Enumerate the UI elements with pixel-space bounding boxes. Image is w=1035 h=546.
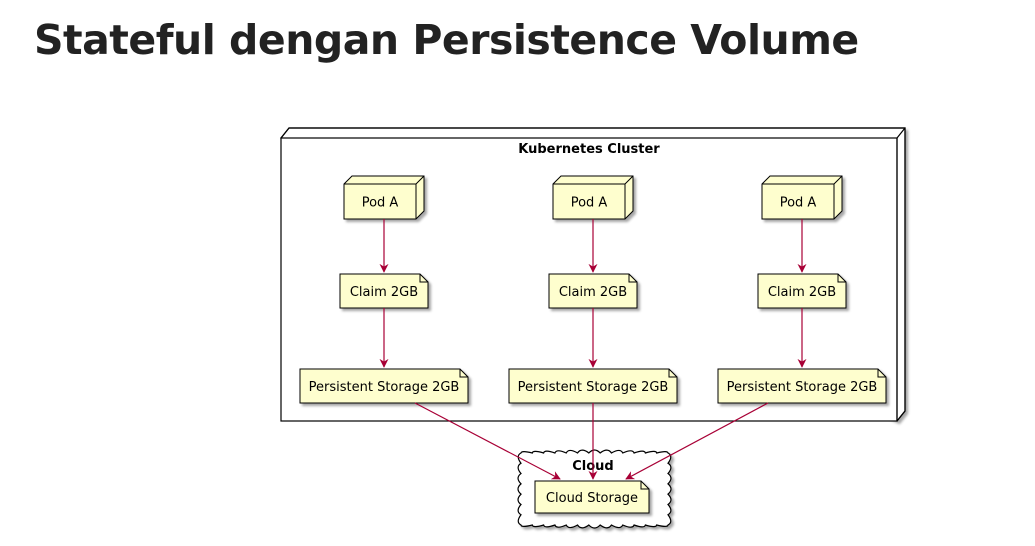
- pod-node: Pod A: [552, 175, 634, 220]
- storage-to-cloud-arrow: [414, 402, 561, 480]
- cloud-arrows-layer: [414, 402, 769, 480]
- storage-to-cloud-arrow: [625, 402, 769, 480]
- pod-label: Pod A: [780, 196, 817, 211]
- persistent-storage-note-label: Persistent Storage 2GB: [518, 380, 669, 395]
- persistent-storage-note: Persistent Storage 2GB: [508, 368, 678, 404]
- claim-note: Claim 2GB: [339, 273, 429, 309]
- persistent-storage-note-label: Persistent Storage 2GB: [309, 380, 460, 395]
- pod-label: Pod A: [571, 196, 608, 211]
- pod-node: Pod A: [761, 175, 843, 220]
- cluster-label: Kubernetes Cluster: [518, 142, 660, 157]
- cloud-storage-label: Cloud Storage: [546, 491, 638, 506]
- persistent-storage-note-label: Persistent Storage 2GB: [727, 380, 878, 395]
- pod-node: Pod A: [343, 175, 425, 220]
- persistent-storage-note: Persistent Storage 2GB: [717, 368, 887, 404]
- page-title: Stateful dengan Persistence Volume: [34, 16, 859, 64]
- persistent-storage-note: Persistent Storage 2GB: [299, 368, 469, 404]
- pod-label: Pod A: [362, 196, 399, 211]
- claim-note: Claim 2GB: [548, 273, 638, 309]
- claim-note: Claim 2GB: [757, 273, 847, 309]
- claim-note-label: Claim 2GB: [350, 285, 418, 300]
- cloud-storage-note: Cloud Storage: [534, 480, 650, 514]
- claim-note-label: Claim 2GB: [559, 285, 627, 300]
- columns-layer: Pod A Claim 2GB Persistent Storage 2GB Pod …: [299, 175, 887, 404]
- claim-note-label: Claim 2GB: [768, 285, 836, 300]
